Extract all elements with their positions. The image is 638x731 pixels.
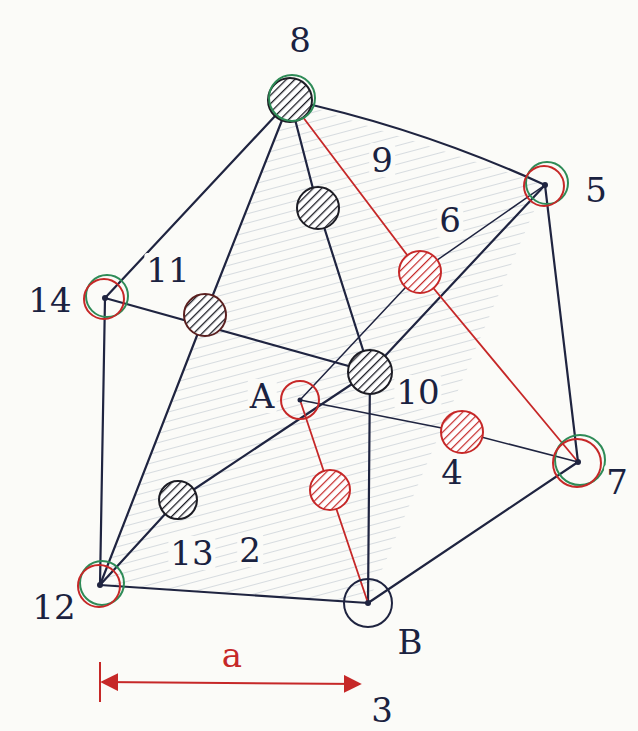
face-diagonal: [100, 185, 545, 585]
face-atom: [184, 294, 226, 336]
cube-edge: [100, 585, 368, 603]
face-atom: [310, 470, 350, 510]
callout-number: 5: [583, 173, 609, 207]
callout-number: 12: [30, 590, 77, 624]
callout-number: 2: [237, 533, 263, 567]
callout-number: 7: [604, 465, 630, 499]
corner-atom: [553, 435, 605, 487]
shaded-plane: [290, 100, 545, 603]
cube-edge: [368, 462, 578, 603]
callout-number: B: [396, 625, 425, 659]
face-diagonal: [100, 100, 290, 585]
cube-edge: [100, 298, 105, 585]
red-diagonal: [300, 400, 368, 603]
face-atom: [348, 350, 392, 394]
corner-atom: [78, 561, 124, 607]
callout-number: 13: [168, 536, 215, 570]
face-atom: [297, 187, 339, 229]
callout-number: a: [220, 638, 244, 672]
callout-number: 6: [437, 203, 463, 237]
red-diagonal: [290, 100, 578, 462]
dimension-tick: [99, 662, 101, 702]
face-atom: [441, 411, 483, 453]
callout-number: 10: [394, 375, 441, 409]
hidden-corner-atom: [281, 381, 319, 419]
cube-edge: [290, 100, 545, 185]
corner-atom: [84, 275, 128, 319]
corner-atom: [524, 162, 568, 206]
dimension-line: [102, 682, 360, 684]
corner-atom-outline: [269, 75, 315, 121]
face-atom: [159, 481, 197, 519]
callout-number: 11: [144, 253, 191, 287]
callout-number: 14: [26, 283, 73, 317]
callout-number: 4: [439, 455, 465, 489]
cube-edge: [105, 100, 290, 298]
callout-number: 3: [369, 693, 395, 727]
corner-atom-hatched: [268, 78, 312, 122]
corner-atom: [344, 579, 392, 627]
hidden-edge: [300, 400, 578, 462]
callout-number: 8: [287, 23, 313, 57]
face-atom: [399, 251, 441, 293]
callout-number: 9: [369, 143, 395, 177]
face-diagonal: [105, 298, 370, 372]
face-diagonal: [290, 100, 370, 603]
callout-number: A: [248, 379, 277, 413]
cube-edge: [545, 185, 578, 462]
